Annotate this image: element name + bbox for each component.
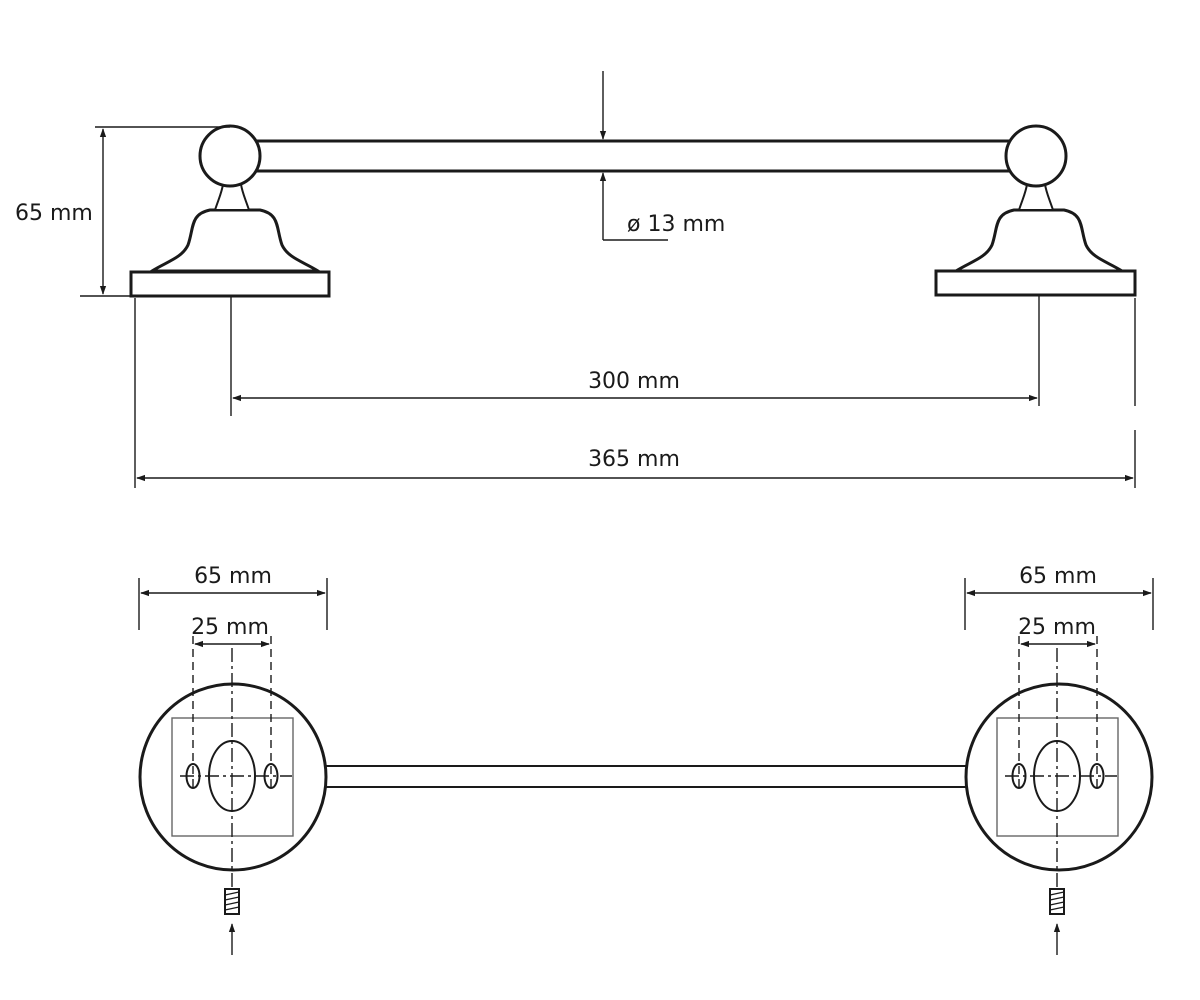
height-label: 65 mm xyxy=(15,201,93,226)
diameter-dimension: ø 13 mm xyxy=(599,71,725,241)
left-base-plate xyxy=(129,270,331,298)
overall-length-dimension: 365 mm xyxy=(134,298,1136,488)
height-dimension: 65 mm xyxy=(15,126,230,297)
overall-length-label: 365 mm xyxy=(588,447,680,472)
right-bracket xyxy=(934,124,1137,297)
left-screw xyxy=(224,888,240,955)
left-flange-width-label: 65 mm xyxy=(194,564,272,589)
right-base-plate xyxy=(934,269,1137,297)
front-view: 65 mm ø 13 mm 300 mm 365 mm xyxy=(15,71,1137,488)
right-hole-spacing-label: 25 mm xyxy=(1018,615,1096,640)
right-screw xyxy=(1049,888,1065,955)
diameter-label: ø 13 mm xyxy=(627,212,725,237)
left-flange: 65 mm 25 mm xyxy=(138,564,328,955)
right-flange: 65 mm 25 mm xyxy=(964,564,1154,955)
left-hole-spacing-label: 25 mm xyxy=(191,615,269,640)
right-flange-width-label: 65 mm xyxy=(1019,564,1097,589)
center-spacing-dimension: 300 mm xyxy=(230,296,1040,416)
towel-bar xyxy=(248,139,1016,173)
top-view: 65 mm 25 mm xyxy=(138,564,1154,955)
left-bracket xyxy=(129,124,331,298)
towel-bar-top xyxy=(324,765,968,788)
center-spacing-label: 300 mm xyxy=(588,369,680,394)
